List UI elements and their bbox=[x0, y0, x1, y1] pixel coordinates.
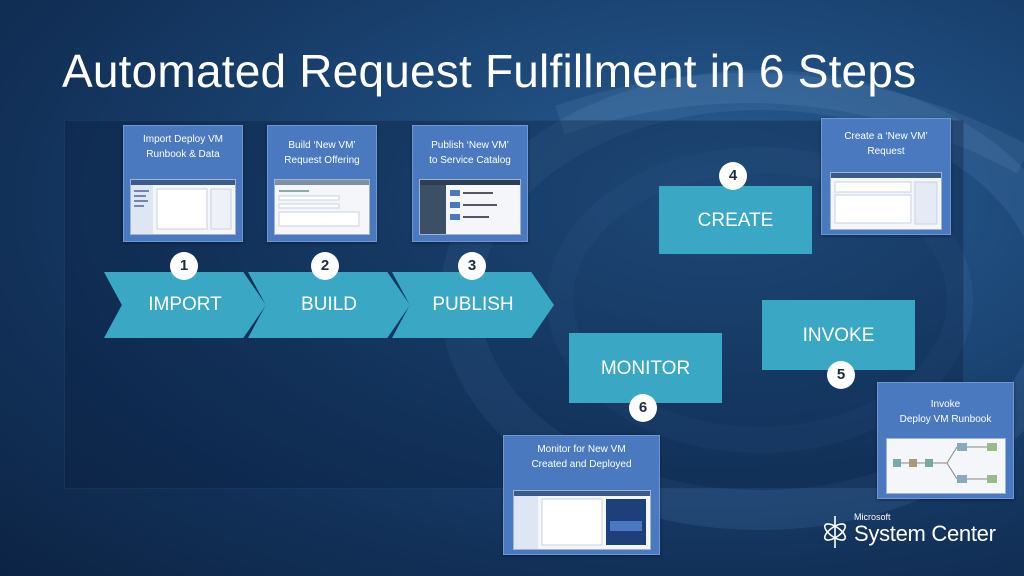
card-build-caption: Build ‘New VM’ Request Offering bbox=[268, 126, 376, 168]
card-create-line2: Request bbox=[867, 146, 905, 157]
card-import-line1: Import Deploy VM bbox=[142, 134, 224, 145]
card-monitor: Monitor for New VM Created and Deployed bbox=[503, 435, 660, 555]
logo-product: System Center bbox=[854, 521, 996, 546]
step-import-chevron: IMPORT bbox=[104, 272, 266, 338]
step-invoke-box: INVOKE bbox=[762, 300, 915, 370]
card-publish-caption: Publish ‘New VM’ to Service Catalog bbox=[413, 126, 527, 168]
badge-step-4: 4 bbox=[719, 162, 747, 190]
step-publish-label: PUBLISH bbox=[432, 294, 514, 315]
step-build-chevron: BUILD bbox=[248, 272, 410, 338]
card-import: Import Deploy VM Runbook & Data bbox=[123, 125, 243, 242]
card-invoke-line2: Deploy VM Runbook bbox=[899, 414, 992, 425]
card-build-line2: Request Offering bbox=[284, 155, 360, 166]
card-publish: Publish ‘New VM’ to Service Catalog bbox=[412, 125, 528, 242]
card-build-screenshot bbox=[274, 179, 370, 235]
card-import-caption: Import Deploy VM Runbook & Data bbox=[124, 126, 242, 162]
step-import-label: IMPORT bbox=[148, 294, 222, 315]
card-monitor-screenshot bbox=[513, 490, 651, 550]
card-publish-line2: to Service Catalog bbox=[429, 155, 511, 166]
badge-step-5: 5 bbox=[827, 361, 855, 389]
badge-step-3: 3 bbox=[458, 252, 486, 280]
card-monitor-caption: Monitor for New VM Created and Deployed bbox=[504, 436, 659, 472]
card-publish-screenshot bbox=[419, 179, 521, 235]
card-invoke-screenshot bbox=[886, 438, 1006, 494]
card-build: Build ‘New VM’ Request Offering bbox=[267, 125, 377, 242]
card-publish-line1: Publish ‘New VM’ bbox=[431, 140, 509, 151]
badge-step-6: 6 bbox=[629, 394, 657, 422]
step-monitor-label: MONITOR bbox=[600, 357, 691, 379]
step-create-box: CREATE bbox=[659, 186, 812, 254]
card-import-screenshot bbox=[130, 179, 236, 235]
step-monitor-box: MONITOR bbox=[569, 333, 722, 403]
step-build-label: BUILD bbox=[301, 294, 357, 315]
card-build-line1: Build ‘New VM’ bbox=[288, 140, 356, 151]
card-create-caption: Create a ‘New VM’ Request bbox=[822, 119, 950, 159]
step-create-label: CREATE bbox=[697, 209, 774, 231]
slide-title: Automated Request Fulfillment in 6 Steps bbox=[62, 45, 917, 97]
card-import-line2: Runbook & Data bbox=[146, 149, 220, 160]
system-center-logo-icon bbox=[823, 516, 847, 548]
card-invoke-caption: Invoke Deploy VM Runbook bbox=[878, 383, 1013, 427]
step-publish-chevron: PUBLISH bbox=[392, 272, 554, 338]
card-create: Create a ‘New VM’ Request bbox=[821, 118, 951, 235]
card-invoke: Invoke Deploy VM Runbook bbox=[877, 382, 1014, 499]
system-center-logo: Microsoft System Center bbox=[820, 512, 1005, 552]
card-create-line1: Create a ‘New VM’ bbox=[844, 131, 928, 142]
badge-step-1: 1 bbox=[170, 252, 198, 280]
logo-company: Microsoft bbox=[854, 512, 891, 522]
card-monitor-line1: Monitor for New VM bbox=[537, 444, 626, 455]
card-create-screenshot bbox=[830, 172, 942, 230]
card-monitor-line2: Created and Deployed bbox=[531, 459, 632, 470]
card-invoke-line1: Invoke bbox=[930, 399, 961, 410]
badge-step-2: 2 bbox=[311, 252, 339, 280]
step-invoke-label: INVOKE bbox=[802, 324, 875, 346]
